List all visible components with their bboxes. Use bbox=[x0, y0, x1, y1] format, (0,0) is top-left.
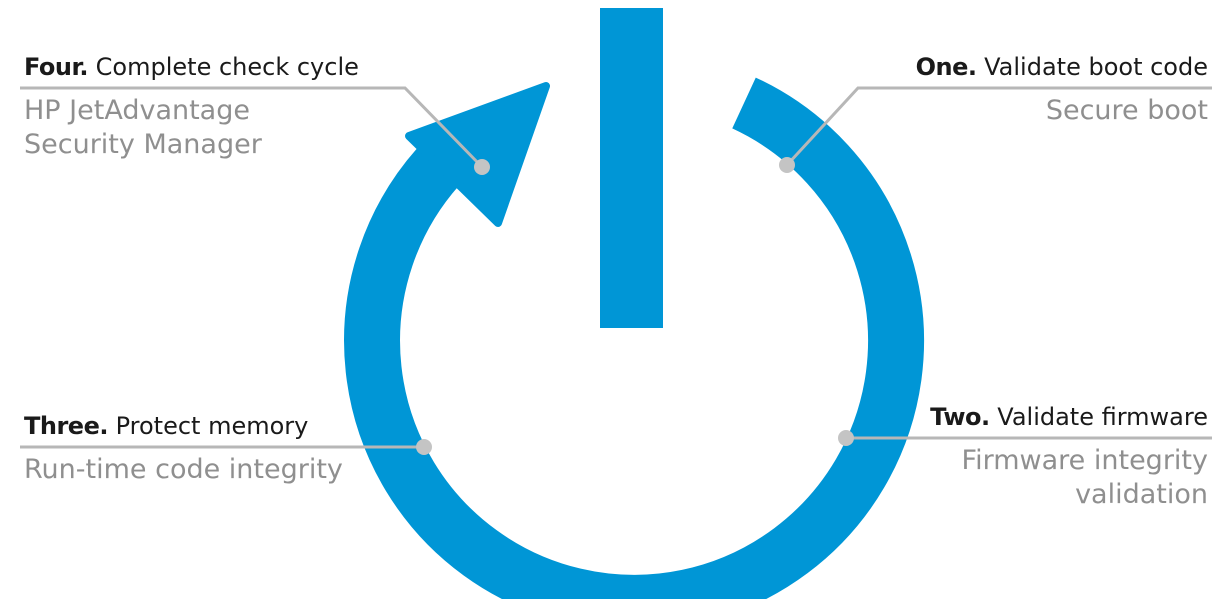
callout-one-subtitle: Secure boot bbox=[1045, 95, 1208, 126]
callout-one-text: Validate boot code bbox=[984, 53, 1208, 81]
anchor-dot-one bbox=[779, 157, 795, 173]
callout-four-heading: Four. Complete check cycle bbox=[24, 52, 464, 82]
callout-one-step: One. bbox=[915, 53, 977, 81]
power-ring bbox=[344, 77, 925, 599]
callout-one: One. Validate boot code Secure boot bbox=[788, 52, 1208, 128]
callout-four-text: Complete check cycle bbox=[95, 53, 359, 81]
leader-line-four bbox=[20, 86, 484, 169]
power-bar bbox=[600, 8, 663, 328]
cycle-arrowhead-icon bbox=[405, 82, 550, 227]
anchor-dot-four bbox=[474, 159, 490, 175]
callout-three-step: Three. bbox=[24, 412, 108, 440]
leader-line-one bbox=[785, 86, 1212, 167]
anchor-dot-three bbox=[416, 439, 432, 455]
callout-two: Two. Validate firmware Firmware integrit… bbox=[808, 402, 1208, 512]
callout-one-heading: One. Validate boot code bbox=[788, 52, 1208, 82]
callout-three-text: Protect memory bbox=[115, 412, 309, 440]
callout-four-step: Four. bbox=[24, 53, 89, 81]
anchor-dot-two bbox=[838, 430, 854, 446]
callout-two-heading: Two. Validate firmware bbox=[808, 402, 1208, 432]
callout-three-heading: Three. Protect memory bbox=[24, 411, 444, 441]
callout-three: Three. Protect memory Run-time code inte… bbox=[24, 411, 444, 487]
callout-four: Four. Complete check cycle HP JetAdvanta… bbox=[24, 52, 464, 162]
callout-four-subtitle: HP JetAdvantage Security Manager bbox=[24, 95, 262, 160]
callout-three-subtitle: Run-time code integrity bbox=[24, 454, 343, 485]
callout-two-step: Two. bbox=[930, 403, 990, 431]
callout-two-subtitle: Firmware integrity validation bbox=[961, 445, 1208, 510]
callout-two-text: Validate firmware bbox=[997, 403, 1208, 431]
